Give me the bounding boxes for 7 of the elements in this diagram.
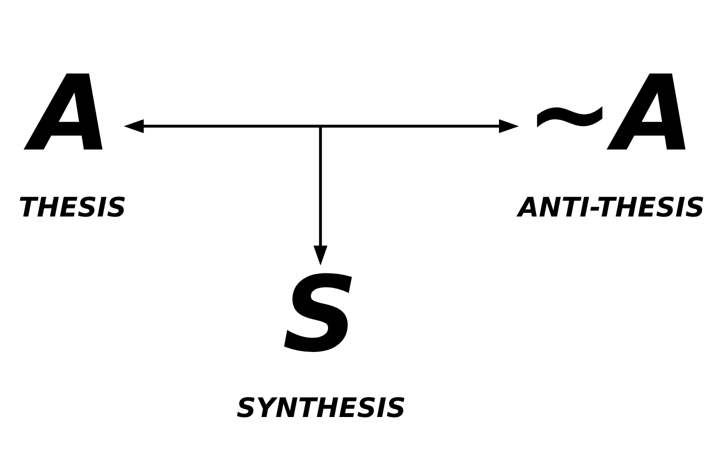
arrow xyxy=(124,118,519,133)
arrow xyxy=(314,126,328,266)
node-text: S xyxy=(282,252,358,375)
node-label: SYNTHESIS xyxy=(236,392,406,424)
node-text: ~A xyxy=(526,52,694,174)
node-label: ANTI-THESIS xyxy=(518,192,705,223)
node-label: THESIS xyxy=(18,192,126,223)
